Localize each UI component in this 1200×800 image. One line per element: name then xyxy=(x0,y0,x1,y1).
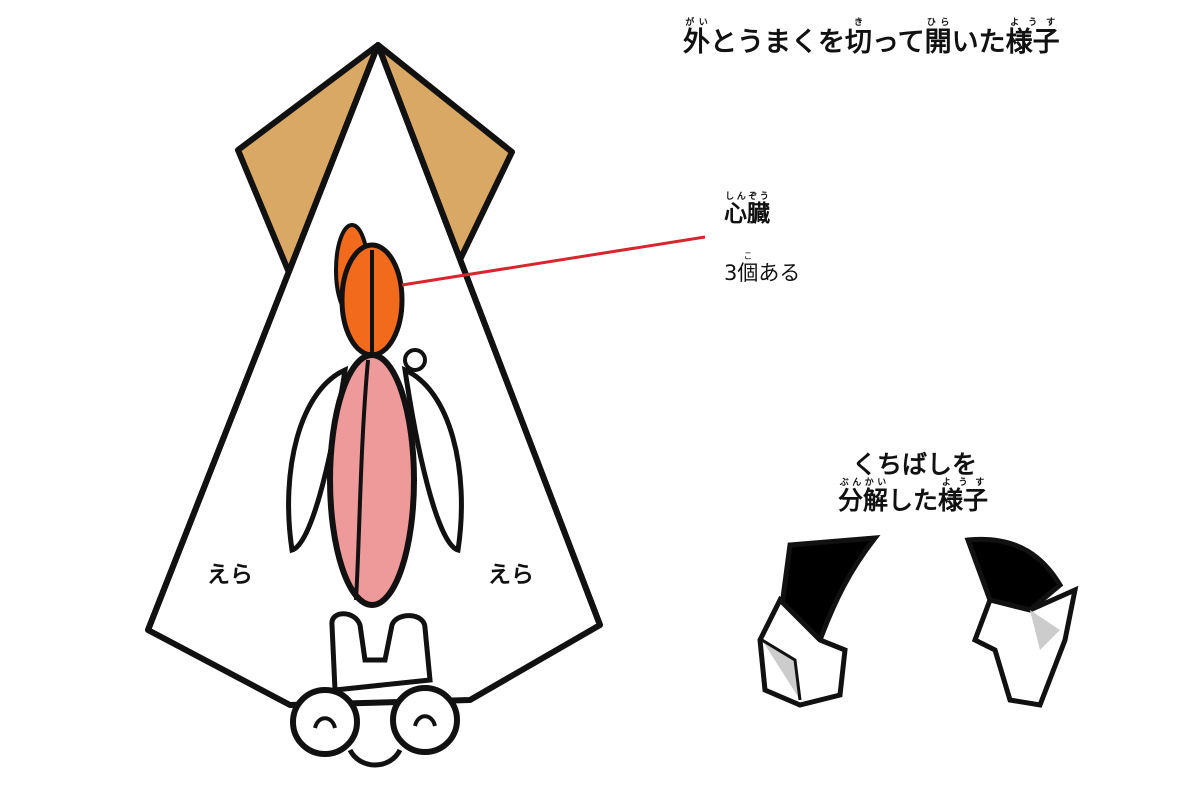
heart-ruby: しんぞう xyxy=(724,192,770,202)
title-ruby: ひら xyxy=(924,18,952,28)
organ xyxy=(327,352,417,608)
beak-right-piece xyxy=(964,536,1079,708)
right-eye xyxy=(390,685,460,755)
title-part: 切 xyxy=(845,27,872,58)
title-part: って xyxy=(872,27,925,58)
beak-label-line2: 分解ぶんかいした様子ようす xyxy=(838,478,988,517)
title-ruby: ようす xyxy=(1005,18,1060,28)
title-part: 様子 xyxy=(1005,27,1060,58)
title-part: 外 xyxy=(683,27,710,58)
right-gill xyxy=(401,365,464,554)
gill-label-right: えら xyxy=(488,562,534,588)
title-part: とうまくを xyxy=(710,27,845,58)
heart-note-number: 3 xyxy=(724,261,738,285)
page-title: 外がいとうまくを切きって開ひらいた様子ようす xyxy=(683,18,1060,59)
beak-kanji-1: 分解 xyxy=(838,486,889,515)
beak-label-line1: くちばしを xyxy=(852,450,978,479)
beak-left-piece xyxy=(757,535,881,708)
beak-kanji-2: 様子 xyxy=(938,486,989,515)
beak-ruby-1: ぶんかい xyxy=(838,478,889,488)
head xyxy=(329,611,433,693)
title-ruby: き xyxy=(845,18,872,28)
heart-pointer-line xyxy=(401,235,706,287)
title-part: いた xyxy=(951,27,1006,58)
heart-note-text: ある xyxy=(758,261,801,285)
title-part: 開 xyxy=(924,27,952,58)
heart-label: 心臓しんぞう xyxy=(724,192,770,228)
beak-text-mid: した xyxy=(888,486,939,515)
gill-label-left: えら xyxy=(207,562,253,588)
heart-note: 3個こある xyxy=(724,252,800,287)
heart-note-ruby: こ xyxy=(737,252,759,262)
heart-note-kanji: 個 xyxy=(737,261,759,285)
heart-label-text: 心臓 xyxy=(724,201,770,227)
beak-ruby-2: ようす xyxy=(938,478,989,488)
left-eye xyxy=(290,687,360,757)
title-ruby: がい xyxy=(683,18,710,28)
